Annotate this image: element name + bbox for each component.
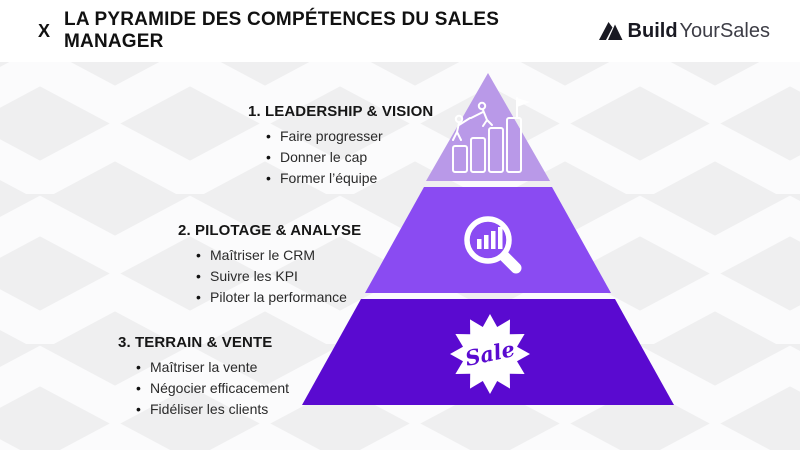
level-2-list: Maîtriser le CRM Suivre les KPI Piloter … bbox=[178, 245, 361, 308]
logo-text-bold: Build bbox=[627, 19, 678, 42]
level-3-block: 3. TERRAIN & VENTE Maîtriser la vente Né… bbox=[118, 334, 289, 420]
page-title: LA PYRAMIDE DES COMPÉTENCES DU SALES MAN… bbox=[64, 9, 500, 52]
level-3-title: 3. TERRAIN & VENTE bbox=[118, 334, 273, 351]
pyramid: Sale bbox=[302, 73, 674, 405]
logo-mountain-icon bbox=[598, 22, 623, 40]
list-item: Maîtriser la vente bbox=[136, 357, 289, 378]
list-item: Fidéliser les clients bbox=[136, 399, 289, 420]
level-2-block: 2. PILOTAGE & ANALYSE Maîtriser le CRM S… bbox=[178, 222, 361, 308]
list-item: Négocier efficacement bbox=[136, 378, 289, 399]
sale-badge-icon: Sale bbox=[450, 314, 530, 394]
level-1-list: Faire progresser Donner le cap Former l’… bbox=[248, 126, 433, 189]
list-item: Maîtriser le CRM bbox=[196, 245, 361, 266]
level-1-title: 1. LEADERSHIP & VISION bbox=[248, 103, 434, 120]
list-item: Former l’équipe bbox=[266, 168, 433, 189]
title-prefix: X bbox=[38, 20, 51, 41]
header: X LA PYRAMIDE DES COMPÉTENCES DU SALES M… bbox=[0, 0, 800, 62]
pyramid-tier-1 bbox=[426, 73, 550, 181]
list-item: Piloter la performance bbox=[196, 287, 361, 308]
title-group: X LA PYRAMIDE DES COMPÉTENCES DU SALES M… bbox=[38, 9, 598, 53]
level-1-block: 1. LEADERSHIP & VISION Faire progresser … bbox=[248, 103, 433, 189]
list-item: Faire progresser bbox=[266, 126, 433, 147]
content-area: Sale 1. LEADERSHIP & VISION Faire progre… bbox=[0, 62, 800, 450]
logo-text-regular: YourSales bbox=[679, 19, 770, 42]
team-progress-bars-icon bbox=[452, 97, 530, 173]
list-item: Donner le cap bbox=[266, 147, 433, 168]
level-3-list: Maîtriser la vente Négocier efficacement… bbox=[118, 357, 289, 420]
magnifier-analytics-icon bbox=[464, 216, 522, 274]
list-item: Suivre les KPI bbox=[196, 266, 361, 287]
level-2-title: 2. PILOTAGE & ANALYSE bbox=[178, 222, 362, 239]
